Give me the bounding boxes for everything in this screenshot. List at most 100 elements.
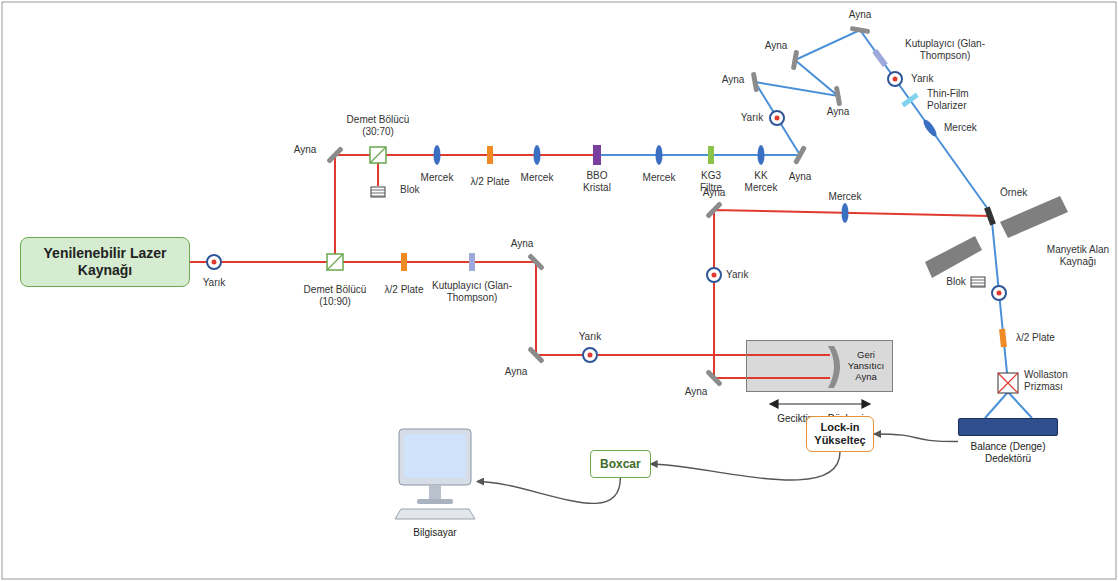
monitor-base <box>417 499 453 504</box>
mirror-symbol <box>705 369 723 387</box>
component-label: Thin-Film Polarizer <box>927 88 983 112</box>
mirror-symbol <box>751 72 759 93</box>
component-label: BBO Kristal <box>577 170 617 194</box>
lens-symbol <box>758 145 765 165</box>
prism-body <box>998 373 1018 393</box>
component-label: Mercek <box>521 172 554 184</box>
magnet-pole <box>1000 196 1068 238</box>
delay-arrow <box>770 400 870 408</box>
component-label: Demet Bölücü (30:70) <box>346 114 410 138</box>
arrow-head <box>862 400 870 408</box>
component-label: Yarık <box>911 73 934 85</box>
component-label: Mercek <box>421 172 454 184</box>
delay-stage-box: Geri Yansıtıcı AynaGeciktirme Düzlemi <box>746 340 893 392</box>
beam-block <box>971 277 985 287</box>
node-text: Bilgisayar <box>393 527 477 538</box>
component-label: Manyetik Alan Kaynağı <box>1043 244 1113 268</box>
component-label: Yarık <box>579 331 602 343</box>
blue-beam <box>597 30 990 212</box>
lens-symbol <box>842 203 849 223</box>
lens-symbol <box>921 118 938 138</box>
signal-cable <box>477 478 620 503</box>
slit-symbol <box>207 255 221 269</box>
monitor-stand <box>429 485 441 499</box>
blue-beam <box>992 222 1008 383</box>
component-label: Ayna <box>789 171 812 183</box>
half-wave-plate <box>999 329 1007 348</box>
balance-detector: Balance (Denge) Dedektörü <box>958 418 1058 465</box>
component-label: λ/2 Plate <box>384 284 424 296</box>
mirror-symbol <box>527 253 545 271</box>
component-label: Ayna <box>765 40 788 52</box>
signal-cable <box>651 452 840 480</box>
blue-beam <box>985 392 1008 418</box>
lens-symbol <box>534 145 541 165</box>
component-label: Ayna <box>505 366 528 378</box>
component-label: Mercek <box>829 191 862 203</box>
slit-symbol <box>992 286 1006 300</box>
component-label: Ayna <box>703 187 726 199</box>
bbo-crystal <box>593 145 601 165</box>
lens-symbol <box>656 145 663 165</box>
thin-film-polarizer <box>901 93 919 108</box>
component-label: λ/2 Plate <box>1016 332 1056 344</box>
mirror-symbol <box>705 201 723 219</box>
detector-bar <box>958 418 1058 436</box>
signal-cable <box>874 434 958 442</box>
component-label: Kutuplayıcı (Glan-Thompson) <box>429 280 515 304</box>
prism-line <box>998 373 1018 393</box>
beam-block <box>371 187 385 197</box>
component-label: Ayna <box>685 386 708 398</box>
slit-symbol <box>770 111 784 125</box>
component-label: Mercek <box>944 122 977 134</box>
component-label: Ayna <box>722 74 745 86</box>
arrow-head <box>770 400 778 408</box>
red-beam <box>714 210 990 378</box>
polarizer-symbol <box>469 253 475 271</box>
blue-beam <box>597 30 1032 418</box>
delay-arrow-line <box>776 403 864 404</box>
wollaston-prism <box>998 373 1018 393</box>
component-label: Yarık <box>726 269 749 281</box>
component-label: Örnek <box>1000 187 1027 199</box>
component-label: KK Mercek <box>741 170 781 194</box>
lockin-box: Lock-in Yükselteç <box>806 416 874 452</box>
screen <box>404 434 466 478</box>
component-label: Ayna <box>849 9 872 21</box>
delay-stage-fill <box>746 340 893 392</box>
component-label: λ/2 Plate <box>470 176 510 188</box>
mirror-symbol <box>850 26 871 34</box>
beam-splitter <box>327 254 343 270</box>
node-text: Yenilenebilir Lazer Kaynağı <box>29 245 181 279</box>
boxcar-box: Boxcar <box>590 450 651 478</box>
slit-symbol <box>888 72 902 86</box>
mirror-symbol <box>791 50 799 71</box>
prism-line <box>998 373 1018 393</box>
monitor <box>399 429 471 485</box>
component-label: Demet Bölücü (10:90) <box>303 284 367 308</box>
component-label: Kutuplayıcı (Glan-Thompson) <box>900 38 990 62</box>
red-beam <box>335 155 597 262</box>
node-text: Geri Yansıtıcı Ayna <box>843 349 889 382</box>
component-label: Blok <box>946 276 965 288</box>
component-label: Ayna <box>511 238 534 250</box>
component-label: Ayna <box>827 106 850 118</box>
mirror-symbol <box>793 145 807 165</box>
node-text: Lock-in Yükselteç <box>813 421 867 447</box>
slit-symbol <box>707 268 721 282</box>
component-label: Yarık <box>741 112 764 124</box>
lens-symbol <box>434 145 441 165</box>
half-wave-plate <box>401 253 407 271</box>
mirror-symbol <box>834 86 842 107</box>
computer-icon: Bilgisayar <box>393 425 477 538</box>
mirror-symbol <box>326 146 344 164</box>
magnet-pole <box>925 236 982 278</box>
node-text: Boxcar <box>600 457 641 471</box>
sample <box>984 207 996 226</box>
red-beam <box>190 262 830 355</box>
node-text: Balance (Denge) Dedektörü <box>958 441 1058 465</box>
beam-splitter <box>370 147 386 163</box>
